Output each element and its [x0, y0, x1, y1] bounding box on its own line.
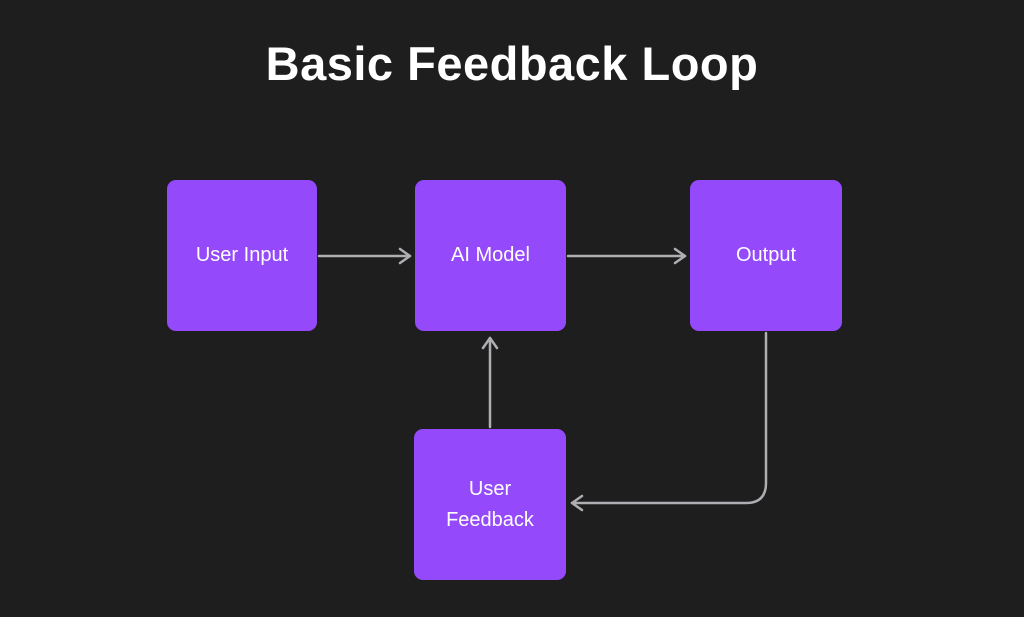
node-user-input-label: User Input	[195, 244, 289, 266]
edge-output-to-user-feedback	[570, 331, 768, 512]
node-ai-model-label: AI Model	[451, 244, 530, 266]
node-output-label: Output	[735, 244, 797, 266]
node-output: Output	[690, 180, 842, 331]
node-ai-model: AI Model	[415, 180, 566, 331]
node-user-feedback-label: User Feedback	[446, 477, 534, 531]
node-user-feedback: User Feedback	[414, 429, 566, 580]
diagram-title: Basic Feedback Loop	[265, 37, 759, 90]
node-user-input: User Input	[167, 180, 317, 331]
